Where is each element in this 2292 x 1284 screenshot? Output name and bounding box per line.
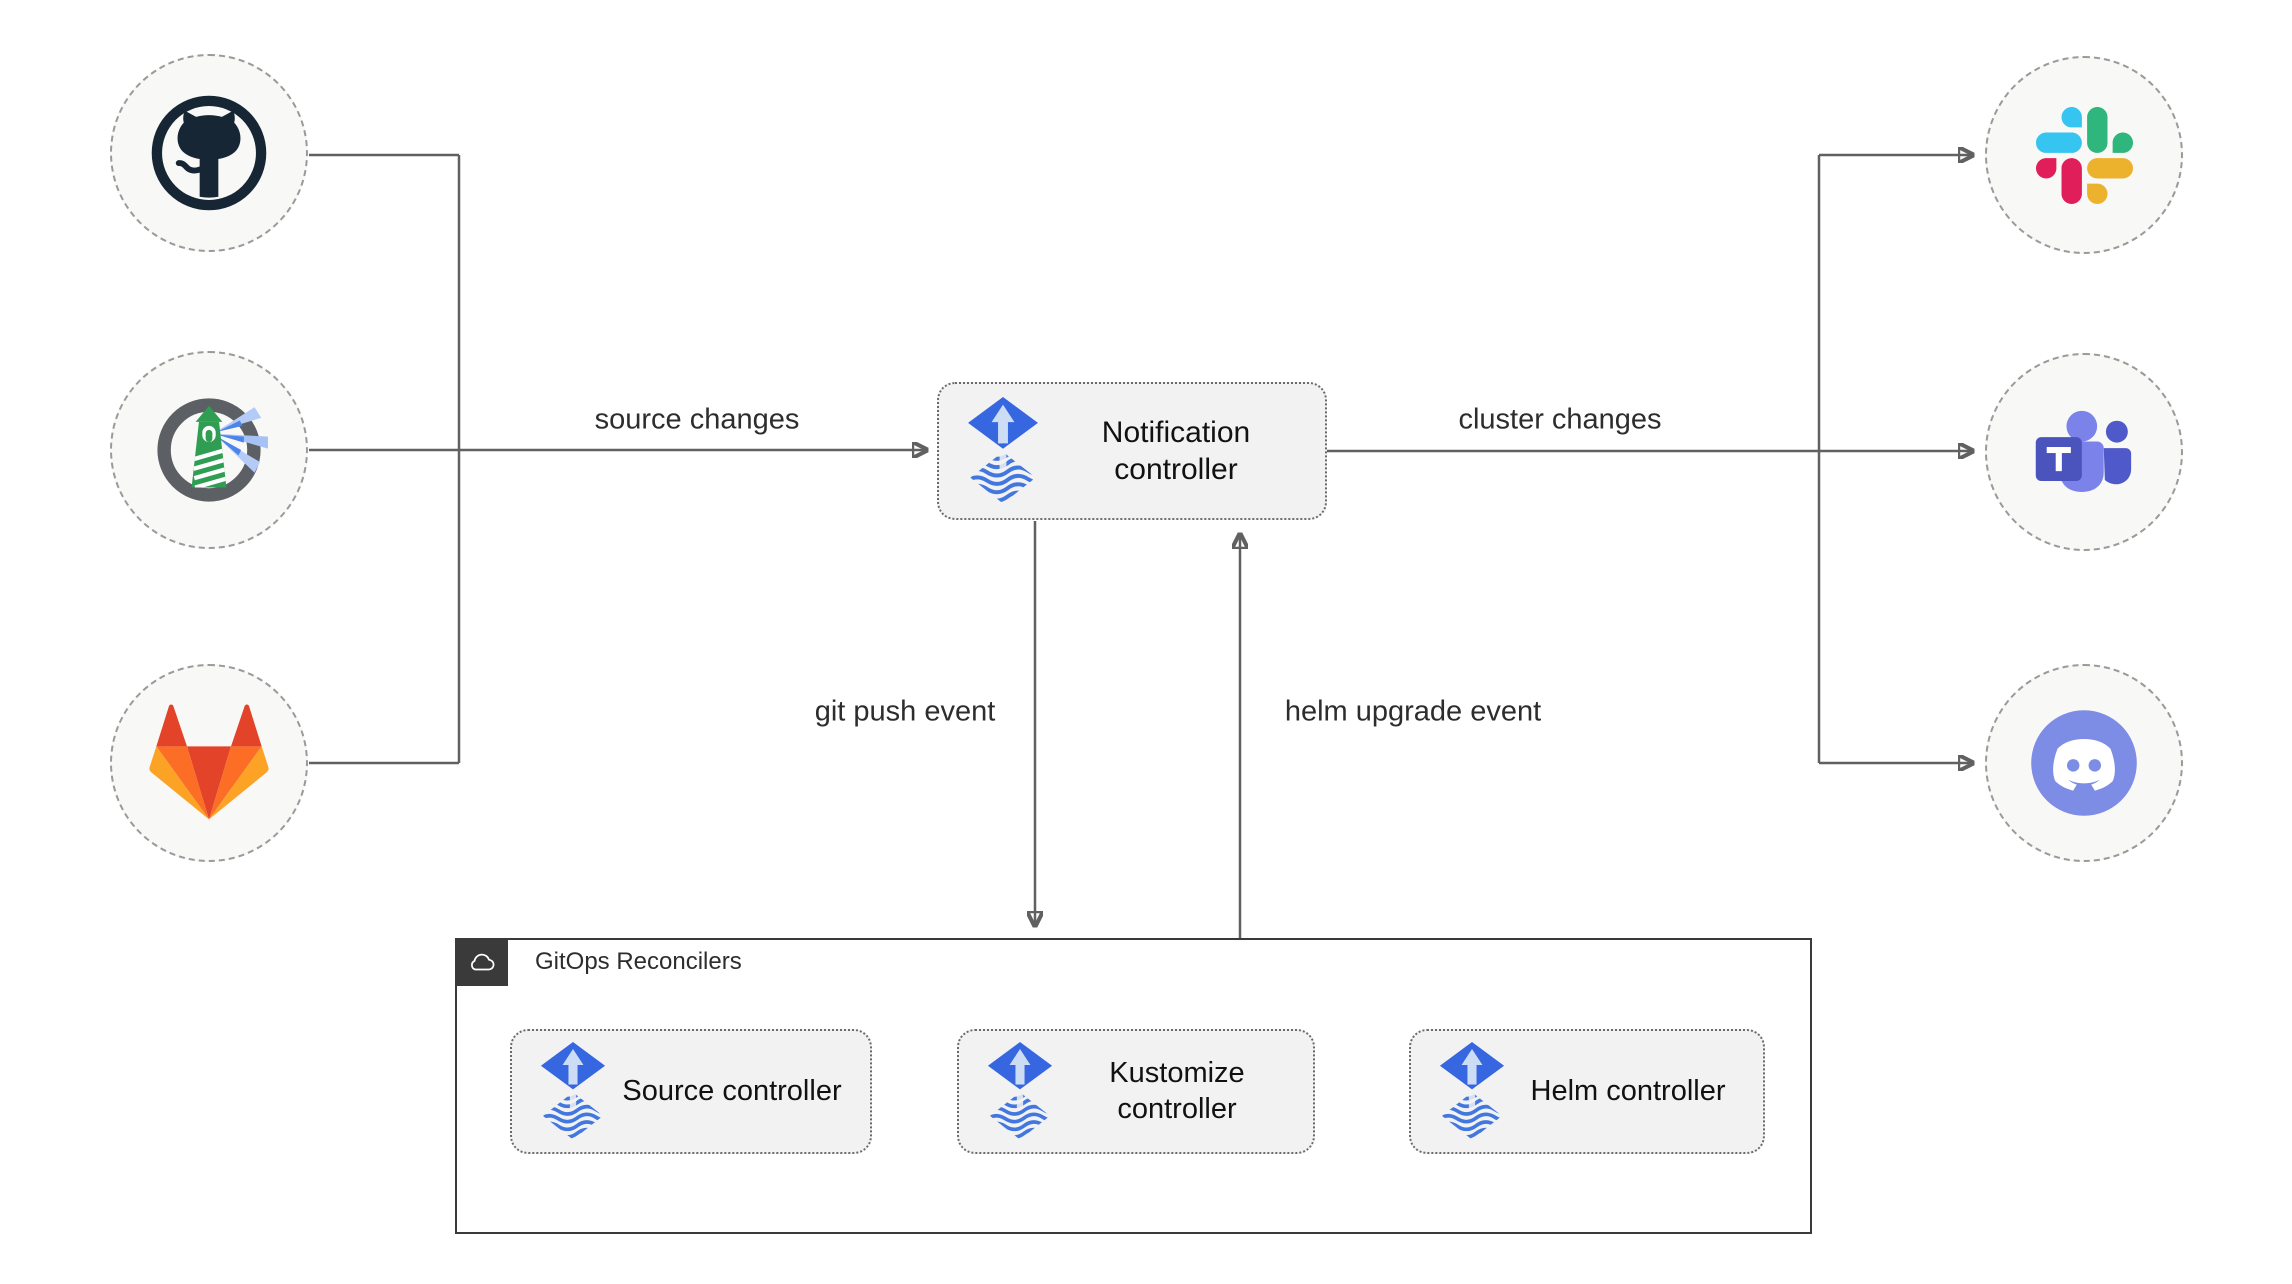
source-controller-node: Source controller (510, 1029, 872, 1154)
flux-icon (538, 1042, 608, 1141)
source-node-github (110, 54, 308, 252)
cloud-badge (455, 938, 508, 986)
gitlab-icon (149, 703, 269, 823)
cloud-icon (467, 951, 497, 973)
edge-label-git-push-event: git push event (814, 695, 996, 728)
edge-label-cluster-changes: cluster changes (1458, 403, 1662, 436)
flux-icon (985, 1042, 1055, 1141)
helm-controller-node: Helm controller (1409, 1029, 1765, 1154)
teams-icon (2027, 402, 2141, 503)
destination-node-discord (1985, 664, 2183, 862)
source-node-gitlab (110, 664, 308, 862)
flux-icon (965, 397, 1041, 505)
kustomize-controller-label: Kustomize controller (1109, 1056, 1245, 1125)
kustomize-controller-node: Kustomize controller (957, 1029, 1315, 1154)
slack-icon (2036, 107, 2133, 204)
notification-controller-node: Notification controller (937, 382, 1327, 520)
gitops-reconcilers-container: GitOps Reconcilers Source controller Kus… (455, 938, 1812, 1234)
github-icon (150, 94, 268, 212)
notification-controller-label: Notification controller (1101, 415, 1251, 486)
edge-label-helm-upgrade-event: helm upgrade event (1284, 695, 1542, 728)
destination-node-teams (1985, 353, 2183, 551)
edge-label-source-changes: source changes (594, 403, 800, 436)
source-node-harbor (110, 351, 308, 549)
destination-node-slack (1985, 56, 2183, 254)
helm-controller-label: Helm controller (1530, 1074, 1726, 1107)
discord-icon (2024, 703, 2144, 823)
harbor-icon (142, 383, 276, 517)
source-controller-label: Source controller (622, 1074, 842, 1107)
flux-icon (1437, 1042, 1507, 1141)
gitops-reconcilers-title: GitOps Reconcilers (535, 948, 742, 975)
